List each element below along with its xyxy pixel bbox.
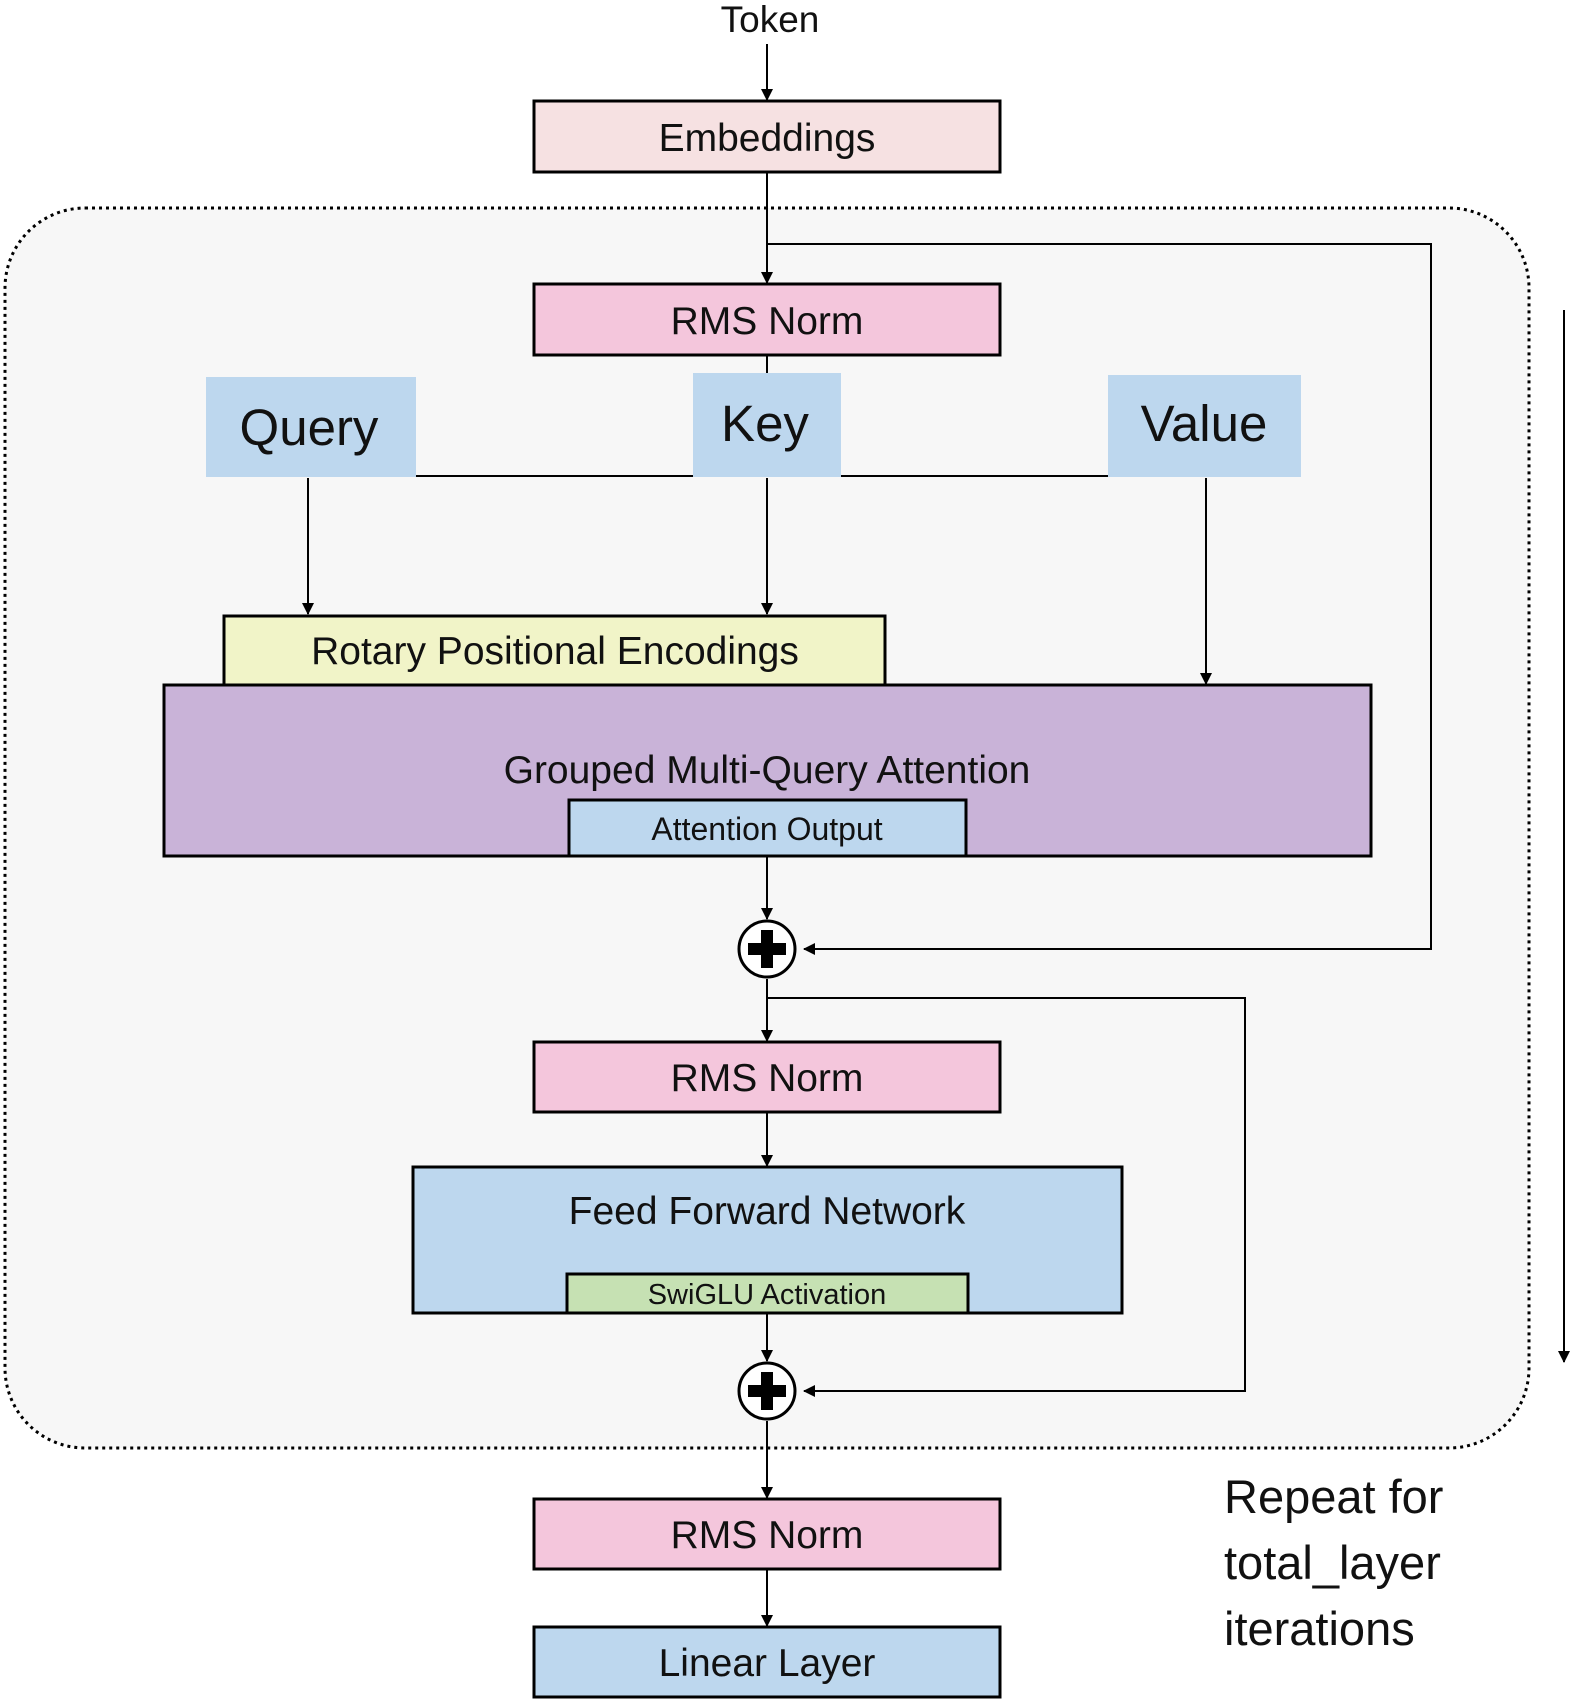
linear-layer-block: Linear Layer: [532, 1625, 1002, 1699]
embeddings-block: Embeddings: [532, 99, 1002, 174]
query-label: Query: [240, 399, 379, 456]
plus-icon: [748, 930, 786, 968]
rms-norm-block-2: RMS Norm: [532, 1040, 1002, 1114]
repeat-note-line-2: total_layer: [1224, 1536, 1441, 1589]
rope-label: Rotary Positional Encodings: [311, 630, 799, 673]
residual-path-1: [767, 243, 1432, 955]
attention-output-block: Attention Output: [567, 798, 968, 858]
linear-layer-label: Linear Layer: [659, 1642, 876, 1685]
rms-norm-block-1: RMS Norm: [532, 282, 1002, 357]
rms-norm-label-3: RMS Norm: [671, 1514, 864, 1557]
attention-output-label: Attention Output: [651, 811, 882, 847]
repeat-note: Repeat for total_layer iterations: [1224, 1470, 1443, 1655]
key-label: Key: [721, 395, 809, 452]
plus-icon: [748, 1372, 786, 1410]
rope-block: Rotary Positional Encodings: [222, 614, 887, 687]
swiglu-label: SwiGLU Activation: [648, 1279, 887, 1311]
residual-path-2: [767, 997, 1246, 1397]
swiglu-block: SwiGLU Activation: [565, 1272, 970, 1315]
value-label: Value: [1141, 395, 1268, 452]
rms-norm-label-2: RMS Norm: [671, 1057, 864, 1100]
key-block: Key: [693, 373, 841, 477]
residual-add-1: [737, 919, 797, 979]
repeat-note-line-1: Repeat for: [1224, 1470, 1443, 1523]
rms-norm-label-1: RMS Norm: [671, 300, 864, 343]
connectors: [302, 44, 1570, 1627]
query-block: Query: [206, 377, 416, 477]
embeddings-label: Embeddings: [659, 117, 876, 160]
residual-add-2: [737, 1361, 797, 1421]
gmqa-label: Grouped Multi-Query Attention: [504, 749, 1031, 792]
value-block: Value: [1108, 375, 1301, 477]
rms-norm-block-3: RMS Norm: [532, 1497, 1002, 1571]
repeat-note-line-3: iterations: [1224, 1602, 1415, 1655]
token-label: Token: [721, 0, 820, 40]
ffn-label: Feed Forward Network: [569, 1190, 966, 1233]
